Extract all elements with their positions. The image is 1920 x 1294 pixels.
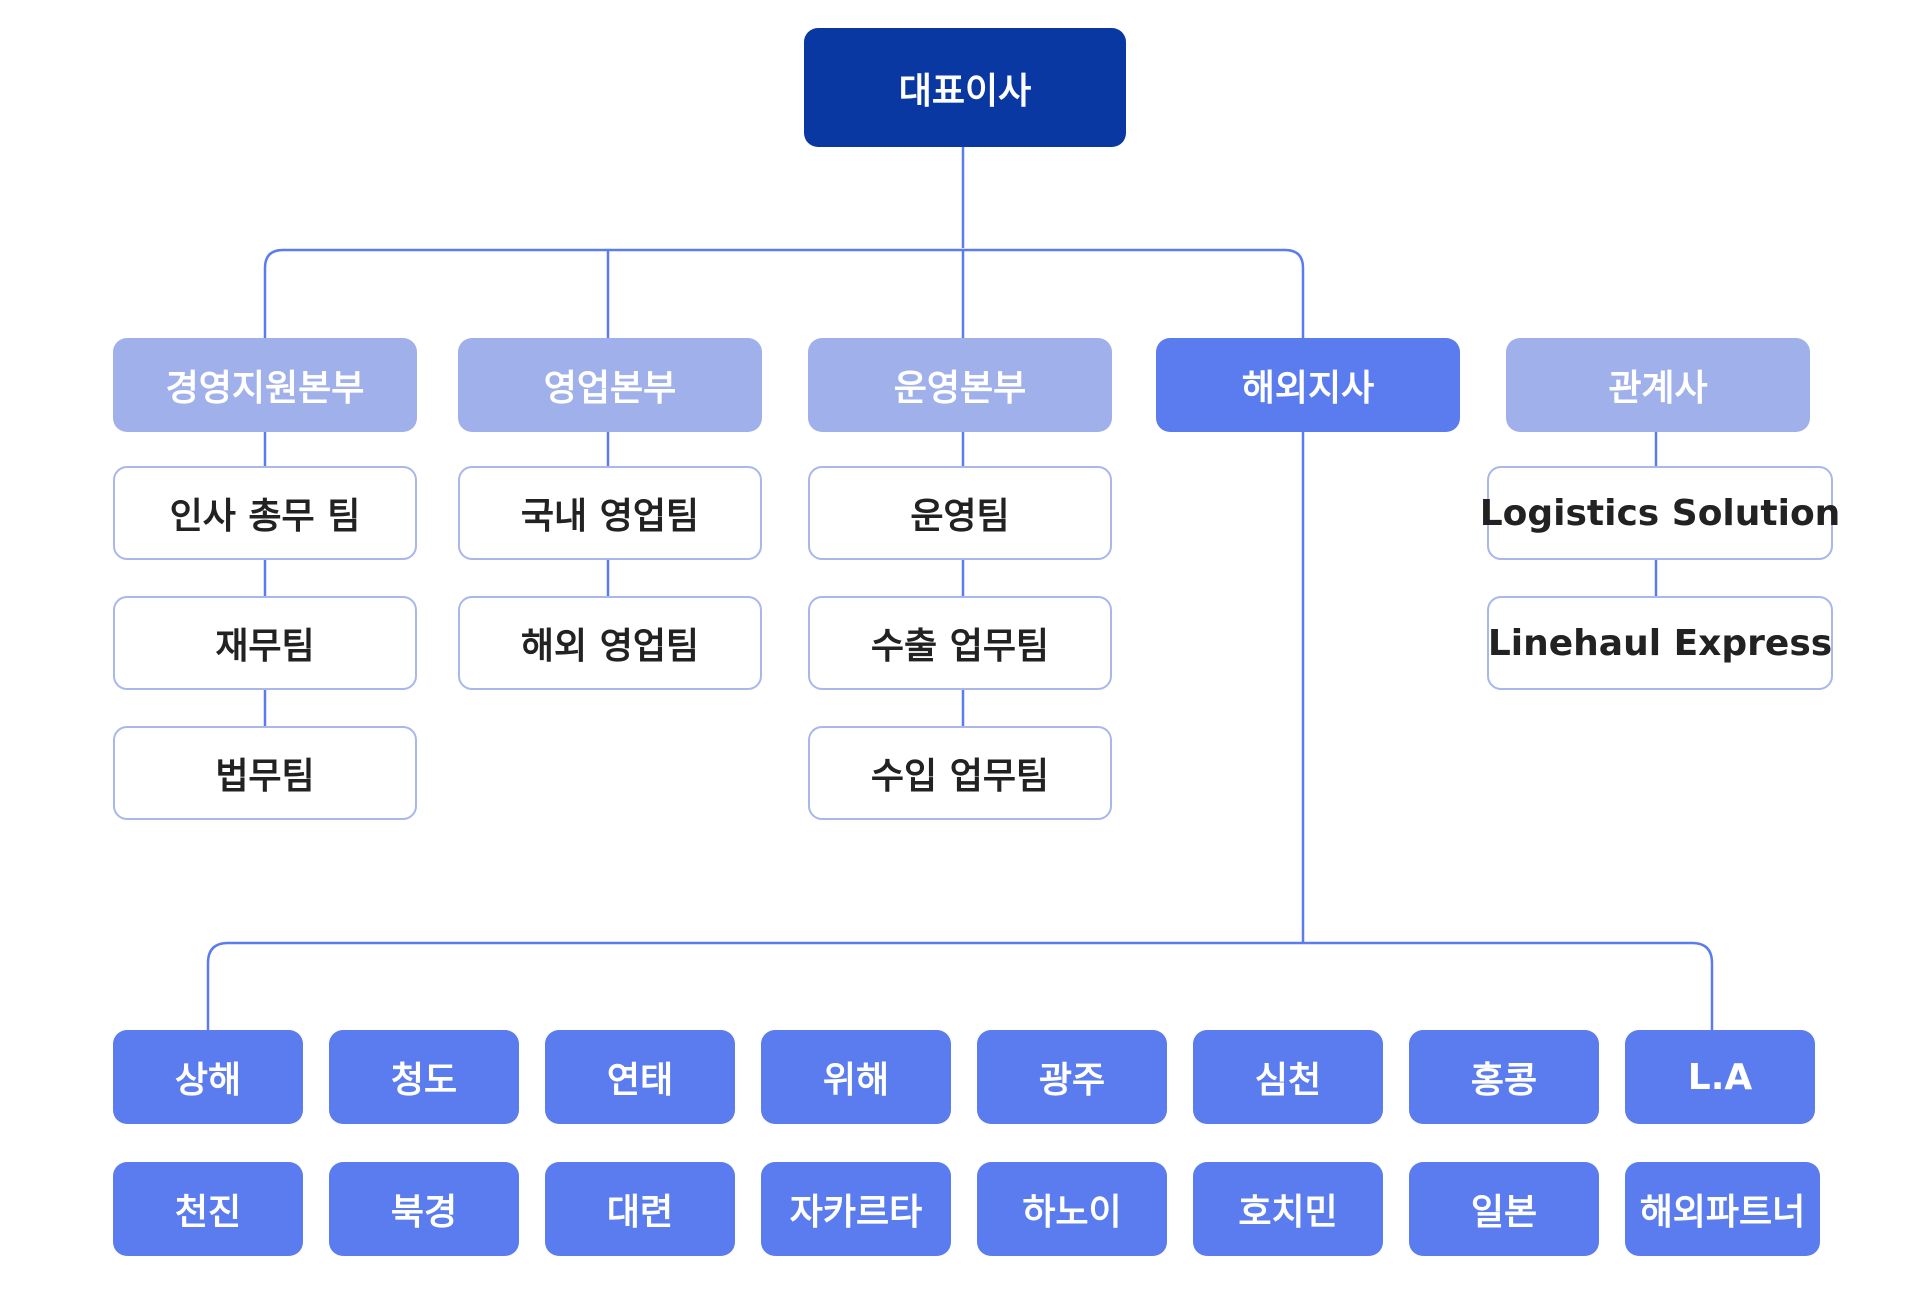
connector-branch-bus bbox=[206, 941, 1714, 1030]
team-logistics-solution: Logistics Solution bbox=[1480, 466, 1840, 560]
team-legal: 법무팀 bbox=[113, 726, 417, 820]
branch-ho-chi-minh: 호치민 bbox=[1193, 1162, 1383, 1256]
team-hr-general-affairs: 인사 총무 팀 bbox=[113, 466, 417, 560]
branch-label: 북경 bbox=[390, 1192, 458, 1233]
branch-qingdao: 청도 bbox=[329, 1030, 519, 1124]
ceo-label: 대표이사 bbox=[898, 70, 1032, 112]
branch-guangzhou: 광주 bbox=[977, 1030, 1167, 1124]
team-import: 수입 업무팀 bbox=[808, 726, 1112, 820]
team-label: 법무팀 bbox=[215, 756, 315, 797]
branch-label: 천진 bbox=[174, 1192, 242, 1233]
division-operations: 운영본부 bbox=[808, 338, 1112, 432]
team-label: 국내 영업팀 bbox=[520, 496, 700, 537]
branch-label: 위해 bbox=[822, 1060, 890, 1101]
team-label: 수입 업무팀 bbox=[870, 756, 1050, 797]
team-label: 수출 업무팀 bbox=[870, 626, 1050, 667]
team-label: Logistics Solution bbox=[1479, 492, 1841, 534]
branch-weihai: 위해 bbox=[761, 1030, 951, 1124]
branch-label: 연태 bbox=[606, 1060, 674, 1101]
division-label: 영업본부 bbox=[543, 368, 677, 409]
team-label: 재무팀 bbox=[215, 626, 315, 667]
branch-overseas-partner: 해외파트너 bbox=[1625, 1162, 1820, 1256]
branch-label: 홍콩 bbox=[1470, 1060, 1538, 1101]
team-label: 해외 영업팀 bbox=[520, 626, 700, 667]
division-label: 관계사 bbox=[1608, 368, 1708, 409]
branch-label: 자카르타 bbox=[789, 1192, 923, 1233]
branch-dalian: 대련 bbox=[545, 1162, 735, 1256]
division-management-support: 경영지원본부 bbox=[113, 338, 417, 432]
team-export: 수출 업무팀 bbox=[808, 596, 1112, 690]
team-domestic-sales: 국내 영업팀 bbox=[458, 466, 762, 560]
ceo-box: 대표이사 bbox=[804, 28, 1126, 147]
branch-yantai: 연태 bbox=[545, 1030, 735, 1124]
branch-beijing: 북경 bbox=[329, 1162, 519, 1256]
branch-label: 해외파트너 bbox=[1639, 1192, 1806, 1233]
division-label: 경영지원본부 bbox=[165, 368, 365, 409]
branch-label: 상해 bbox=[174, 1060, 242, 1101]
branch-label: 하노이 bbox=[1022, 1192, 1122, 1233]
team-label: 인사 총무 팀 bbox=[169, 496, 361, 537]
branch-label: 일본 bbox=[1470, 1192, 1538, 1233]
branch-label: 대련 bbox=[606, 1192, 674, 1233]
branch-label: 심천 bbox=[1254, 1060, 1322, 1101]
branch-la: L.A bbox=[1625, 1030, 1815, 1124]
branch-label: L.A bbox=[1687, 1056, 1753, 1098]
branch-label: 청도 bbox=[390, 1060, 458, 1101]
branch-shanghai: 상해 bbox=[113, 1030, 303, 1124]
branch-jakarta: 자카르타 bbox=[761, 1162, 951, 1256]
division-overseas-branches: 해외지사 bbox=[1156, 338, 1460, 432]
branch-hanoi: 하노이 bbox=[977, 1162, 1167, 1256]
division-label: 해외지사 bbox=[1241, 368, 1375, 409]
division-affiliates: 관계사 bbox=[1506, 338, 1810, 432]
branch-hongkong: 홍콩 bbox=[1409, 1030, 1599, 1124]
team-label: 운영팀 bbox=[910, 496, 1010, 537]
branch-label: 광주 bbox=[1038, 1060, 1106, 1101]
division-sales: 영업본부 bbox=[458, 338, 762, 432]
branch-japan: 일본 bbox=[1409, 1162, 1599, 1256]
branch-label: 호치민 bbox=[1238, 1192, 1338, 1233]
connector-division-bus bbox=[263, 248, 1305, 338]
team-finance: 재무팀 bbox=[113, 596, 417, 690]
team-operations: 운영팀 bbox=[808, 466, 1112, 560]
branch-shenzhen: 심천 bbox=[1193, 1030, 1383, 1124]
division-label: 운영본부 bbox=[893, 368, 1027, 409]
branch-tianjin: 천진 bbox=[113, 1162, 303, 1256]
team-linehaul-express: Linehaul Express bbox=[1487, 596, 1833, 690]
team-label: Linehaul Express bbox=[1487, 622, 1833, 664]
team-overseas-sales: 해외 영업팀 bbox=[458, 596, 762, 690]
